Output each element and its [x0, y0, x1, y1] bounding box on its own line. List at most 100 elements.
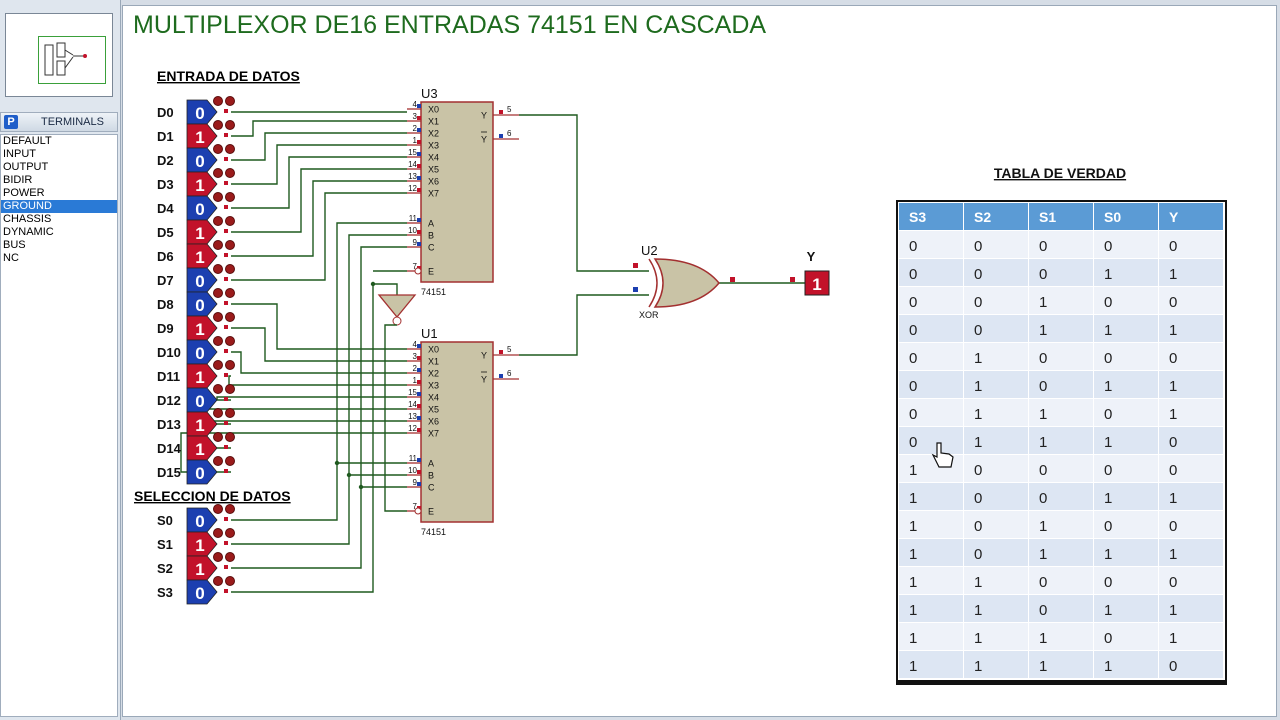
toggle-knob-icon[interactable] — [213, 216, 223, 226]
pick-mode-badge[interactable]: P — [4, 115, 18, 129]
chip-u1[interactable]: U174151X04X13X22X31X415X514X613X712A11B1… — [407, 326, 519, 537]
toggle-knob-icon[interactable] — [213, 408, 223, 418]
logic-state-box[interactable] — [186, 147, 218, 173]
toggle-knob-icon[interactable] — [213, 192, 223, 202]
toggle-knob-icon[interactable] — [225, 384, 235, 394]
overview-preview[interactable] — [5, 13, 113, 97]
logic-state-box[interactable] — [186, 339, 218, 365]
toggle-knob-icon[interactable] — [213, 552, 223, 562]
toggle-knob-icon[interactable] — [213, 240, 223, 250]
toggle-knob-icon[interactable] — [225, 408, 235, 418]
terminal-item-bidir[interactable]: BIDIR — [3, 174, 33, 186]
toggle-knob-icon[interactable] — [225, 552, 235, 562]
toggle-knob-icon[interactable] — [225, 216, 235, 226]
logic-state-box[interactable] — [186, 435, 218, 461]
toggle-knob-icon[interactable] — [213, 504, 223, 514]
terminal-item-default[interactable]: DEFAULT — [3, 135, 52, 147]
logic-state-box[interactable] — [186, 555, 218, 581]
toggle-knob-icon[interactable] — [213, 144, 223, 154]
toggle-knob-icon[interactable] — [225, 144, 235, 154]
logic-state-box[interactable] — [186, 507, 218, 533]
logic-state-box[interactable] — [186, 363, 218, 389]
toggle-knob-icon[interactable] — [225, 528, 235, 538]
toggle-knob-icon[interactable] — [213, 120, 223, 130]
logic-state-box[interactable] — [186, 579, 218, 605]
toggle-knob-icon[interactable] — [213, 96, 223, 106]
terminals-panel-header[interactable]: P TERMINALS — [0, 112, 118, 132]
logic-state-box[interactable] — [186, 243, 218, 269]
logic-state-box[interactable] — [186, 387, 218, 413]
logic-state-box[interactable] — [186, 459, 218, 485]
toggle-knob-icon[interactable] — [213, 384, 223, 394]
toggle-knob-icon[interactable] — [225, 576, 235, 586]
logic-state-box[interactable] — [186, 195, 218, 221]
toggle-knob-icon[interactable] — [213, 576, 223, 586]
terminal-item-dynamic[interactable]: DYNAMIC — [3, 226, 54, 238]
toggle-knob-icon[interactable] — [225, 240, 235, 250]
logic-state-box[interactable] — [186, 219, 218, 245]
toggle-knob-icon[interactable] — [225, 504, 235, 514]
logic-state-box[interactable] — [186, 123, 218, 149]
terminal-item-bus[interactable]: BUS — [3, 239, 26, 251]
toggle-knob-icon[interactable] — [225, 120, 235, 130]
logic-state-box[interactable] — [186, 411, 218, 437]
toggle-knob-icon[interactable] — [225, 168, 235, 178]
xor-body[interactable] — [653, 258, 720, 308]
toggle-knob-icon[interactable] — [225, 312, 235, 322]
toggle-knob-icon[interactable] — [225, 192, 235, 202]
toggle-knob-icon[interactable] — [213, 456, 223, 466]
logic-state-box[interactable] — [186, 315, 218, 341]
logic-state-box[interactable] — [186, 267, 218, 293]
terminal-item-input[interactable]: INPUT — [3, 148, 36, 160]
toggle-knob-icon[interactable] — [225, 336, 235, 346]
chip-u3[interactable]: U374151X04X13X22X31X415X514X613X712A11B1… — [407, 86, 519, 297]
terminal-item-chassis[interactable]: CHASSIS — [3, 213, 52, 225]
logic-state-box[interactable] — [186, 99, 218, 125]
toggle-knob-icon[interactable] — [213, 288, 223, 298]
toggle-knob-icon[interactable] — [213, 264, 223, 274]
terminal-item-output[interactable]: OUTPUT — [3, 161, 49, 173]
toggle-knob-icon[interactable] — [225, 96, 235, 106]
logic-state-box[interactable] — [186, 171, 218, 197]
toggle-knob-icon[interactable] — [213, 360, 223, 370]
toggle-knob-icon[interactable] — [225, 360, 235, 370]
toggle-knob-icon[interactable] — [213, 312, 223, 322]
logic-state-box[interactable] — [186, 531, 218, 557]
toggle-knob-icon[interactable] — [213, 432, 223, 442]
toggle-knob-icon[interactable] — [225, 288, 235, 298]
inverter-gate[interactable] — [377, 294, 417, 319]
toggle-knob-icon[interactable] — [225, 264, 235, 274]
terminal-item-nc[interactable]: NC — [3, 252, 19, 264]
toggle-knob-icon[interactable] — [213, 168, 223, 178]
schematic-canvas[interactable]: MULTIPLEXOR DE16 ENTRADAS 74151 EN CASCA… — [122, 5, 1277, 717]
toggle-knob-icon[interactable] — [213, 528, 223, 538]
toggle-knob-icon[interactable] — [213, 336, 223, 346]
toggle-knob-icon[interactable] — [225, 432, 235, 442]
toggle-knob-icon[interactable] — [225, 456, 235, 466]
logic-state-box[interactable] — [186, 291, 218, 317]
terminal-item-power[interactable]: POWER — [3, 187, 45, 199]
terminal-item-ground[interactable]: GROUND — [1, 200, 117, 213]
schematic-drawing[interactable]: MULTIPLEXOR DE16 ENTRADAS 74151 EN CASCA… — [123, 6, 1278, 718]
